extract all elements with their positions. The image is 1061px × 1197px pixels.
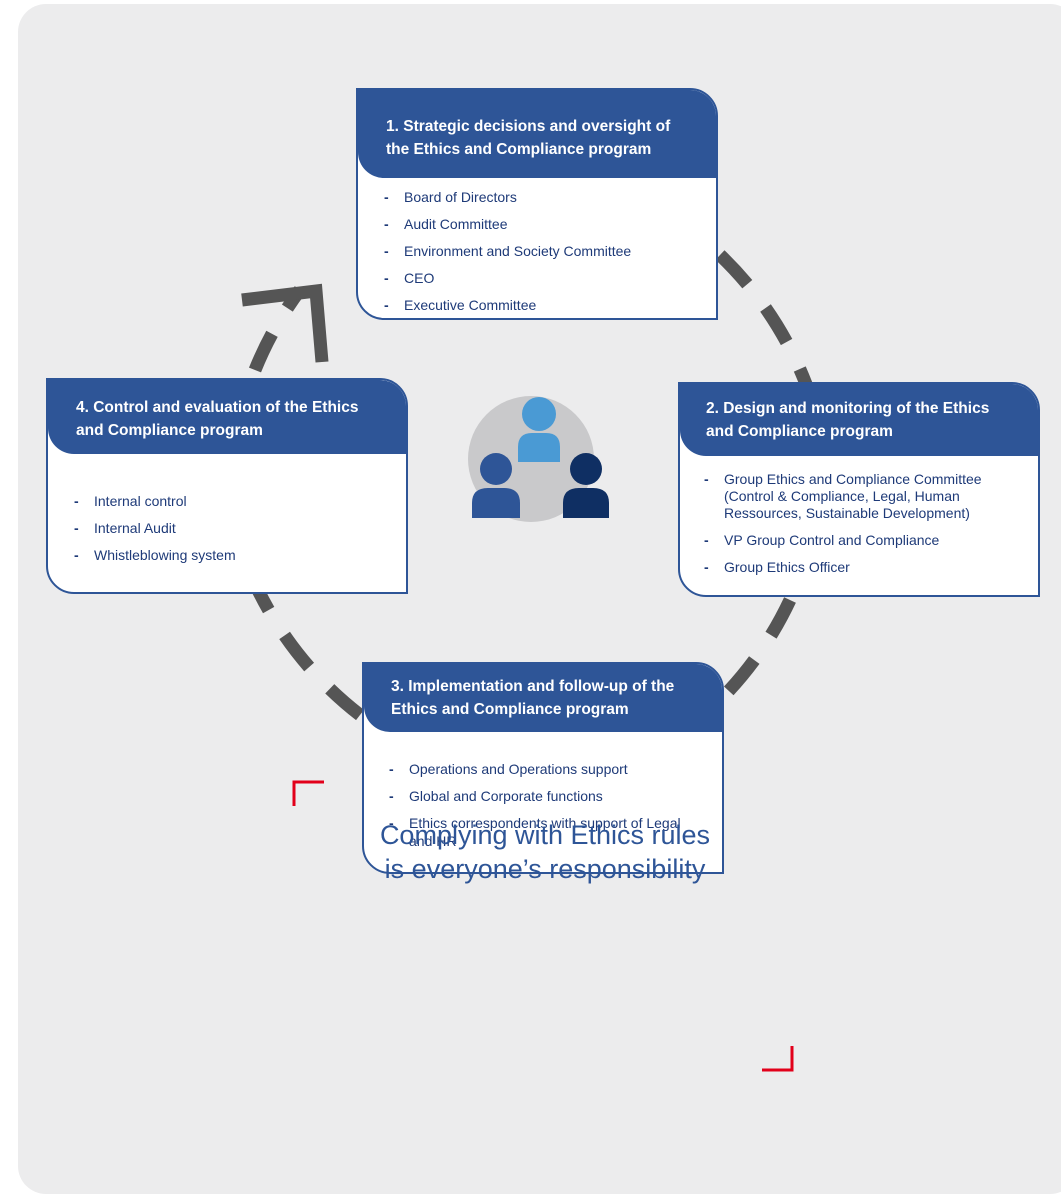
box-title-line: Ethics and Compliance program (391, 701, 629, 718)
list-item: CEO (384, 269, 716, 287)
person-top-head (522, 397, 556, 431)
list-item: Board of Directors (384, 188, 716, 206)
box-header: 3. Implementation and follow-up of the E… (364, 664, 722, 732)
list-item: Global and Corporate functions (389, 787, 706, 805)
list-item: Executive Committee (384, 296, 716, 314)
box-header: 4. Control and evaluation of the Ethics … (48, 380, 406, 454)
box-list: Operations and Operations support Global… (364, 732, 722, 850)
box-list: Board of Directors Audit Committee Envir… (358, 178, 716, 314)
bracket-bottom-right-icon (762, 1046, 794, 1072)
list-item: Internal control (74, 492, 406, 510)
person-left-head (480, 453, 512, 485)
dash-segment-bottom-left (252, 587, 364, 721)
people-group-icon (468, 396, 609, 522)
box-list: Internal control Internal Audit Whistleb… (48, 454, 406, 564)
list-item: Environment and Society Committee (384, 242, 716, 260)
box-header: 2. Design and monitoring of the Ethics a… (680, 384, 1038, 456)
box-control-evaluation: 4. Control and evaluation of the Ethics … (46, 378, 408, 594)
list-item: Internal Audit (74, 519, 406, 537)
box-title-line: 2. Design and monitoring of the Ethics (706, 400, 990, 417)
dash-segment-right-bottom (715, 597, 796, 705)
person-right-head (570, 453, 602, 485)
tagline-line-2: is everyone’s responsibility (384, 854, 706, 884)
box-title-line: 3. Implementation and follow-up of the (391, 678, 675, 695)
box-implementation-follow-up: 3. Implementation and follow-up of the E… (362, 662, 724, 874)
arrow-head-icon (241, 283, 329, 363)
list-item: VP Group Control and Compliance (704, 531, 1030, 549)
dash-segment-top-right (715, 250, 817, 398)
box-title-line: 1. Strategic decisions and oversight of (386, 118, 671, 135)
list-item: Operations and Operations support (389, 760, 706, 778)
box-title-line: the Ethics and Compliance program (386, 141, 652, 158)
tagline: Complying with Ethics rules is everyone’… (300, 818, 790, 886)
box-strategic-decisions: 1. Strategic decisions and oversight of … (356, 88, 718, 320)
list-item: Ethics correspondents with support of Le… (389, 814, 706, 850)
bracket-top-left-icon (292, 780, 324, 806)
box-title-line: and Compliance program (706, 423, 893, 440)
box-title-line: 4. Control and evaluation of the Ethics (76, 399, 359, 416)
list-item: Group Ethics Officer (704, 558, 1030, 576)
box-header: 1. Strategic decisions and oversight of … (358, 90, 716, 178)
person-top-body (518, 433, 560, 462)
list-item: Whistleblowing system (74, 546, 406, 564)
box-list: Group Ethics and Compliance Committee (C… (680, 456, 1038, 576)
box-title-line: and Compliance program (76, 422, 263, 439)
person-right-body (563, 488, 609, 518)
person-left-body (472, 488, 520, 518)
tagline-line-1: Complying with Ethics rules (379, 820, 711, 850)
box-design-monitoring: 2. Design and monitoring of the Ethics a… (678, 382, 1040, 597)
list-item: Group Ethics and Compliance Committee (C… (704, 471, 1030, 522)
list-item: Audit Committee (384, 215, 716, 233)
